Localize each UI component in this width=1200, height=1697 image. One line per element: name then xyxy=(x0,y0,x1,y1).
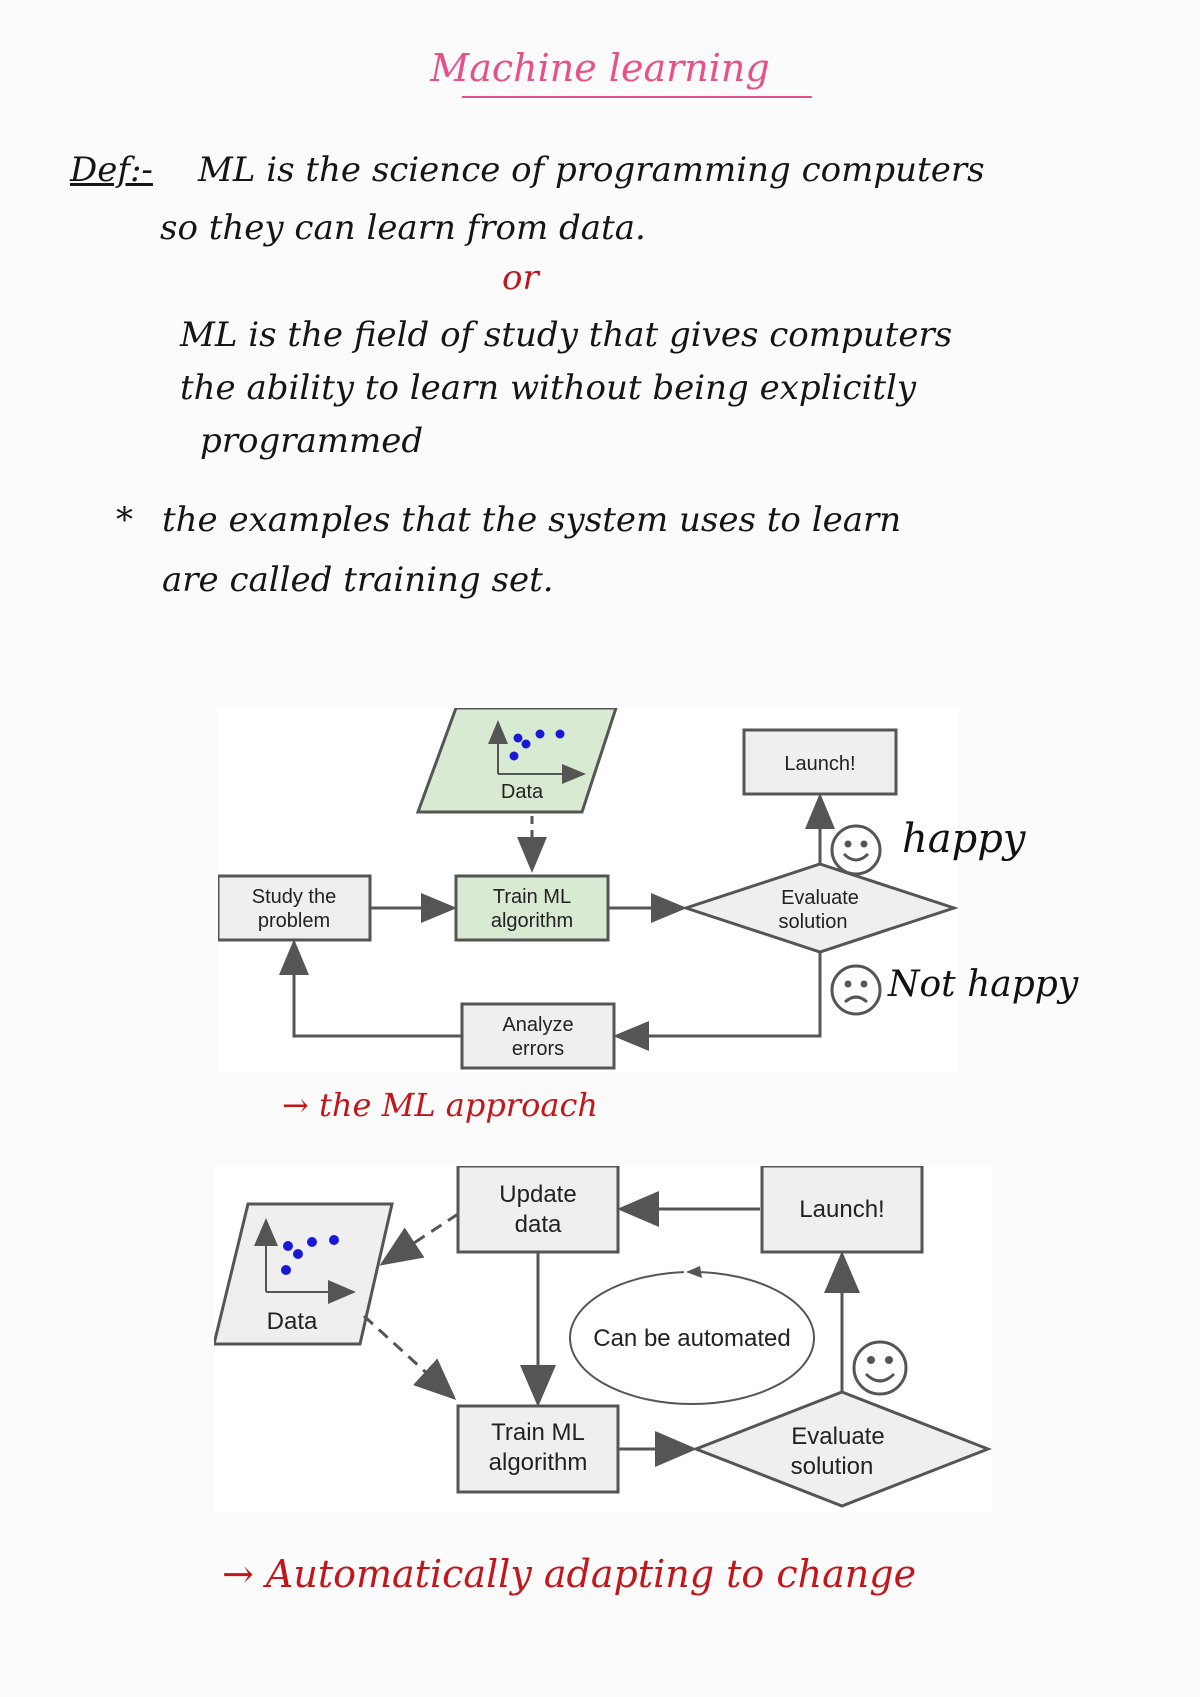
alt-definition-line-3: programmed xyxy=(200,421,424,461)
evaluate-label-line-2: solution xyxy=(779,911,848,933)
definition-line-1: ML is the science of programming compute… xyxy=(198,150,985,190)
analyze-errors-box xyxy=(460,1002,616,1070)
page-title: Machine learning xyxy=(430,46,770,90)
data-point xyxy=(281,1265,291,1275)
data-point xyxy=(521,739,531,749)
data-point xyxy=(555,729,565,739)
title-underline xyxy=(462,96,812,98)
train-label-line-1: Train ML xyxy=(493,886,571,908)
update-label-line-1: Update xyxy=(499,1181,576,1208)
bullet-marker: * xyxy=(116,500,133,540)
launch-label: Launch! xyxy=(784,753,855,775)
study-label-line-1: Study the xyxy=(252,886,337,908)
data-point xyxy=(535,729,545,739)
data-label: Data xyxy=(501,781,544,803)
or-connector: or xyxy=(502,258,539,298)
train-label-line-2: algorithm xyxy=(489,1449,588,1476)
data-point xyxy=(283,1241,293,1251)
analyze-to-study-arrow xyxy=(279,939,462,1038)
definition-line-2: so they can learn from data. xyxy=(160,208,646,248)
train-ml-box xyxy=(454,874,610,942)
evaluate-label-line-2: solution xyxy=(791,1453,874,1480)
evaluate-label-line-1: Evaluate xyxy=(791,1423,884,1450)
alt-definition-line-2: the ability to learn without being expli… xyxy=(180,368,917,408)
definition-label: Def:- xyxy=(70,150,153,190)
automated-label: Can be automated xyxy=(593,1325,790,1352)
update-label-line-2: data xyxy=(515,1211,562,1238)
training-set-line-1: the examples that the system uses to lea… xyxy=(162,500,902,540)
train-ml-box xyxy=(456,1404,620,1494)
data-point xyxy=(509,751,519,761)
train-label-line-2: algorithm xyxy=(491,910,573,932)
data-to-train-dashed-arrow xyxy=(362,1314,457,1401)
study-label-line-2: problem xyxy=(258,910,330,932)
study-problem-box xyxy=(218,874,372,942)
launch-box xyxy=(760,1166,924,1254)
data-point xyxy=(293,1249,303,1259)
happy-annotation: happy xyxy=(902,816,1026,862)
update-to-data-dashed-arrow xyxy=(379,1212,459,1266)
launch-label: Launch! xyxy=(799,1196,884,1223)
data-point xyxy=(307,1237,317,1247)
data-label: Data xyxy=(267,1308,318,1335)
cycle-arrowhead xyxy=(686,1266,702,1278)
data-point xyxy=(513,733,523,743)
analyze-label-line-2: errors xyxy=(512,1038,564,1060)
not-happy-annotation: Not happy xyxy=(888,964,1079,1005)
ml-approach-caption: → the ML approach xyxy=(282,1086,598,1124)
alt-definition-line-1: ML is the field of study that gives comp… xyxy=(180,315,953,355)
analyze-label-line-1: Analyze xyxy=(502,1014,573,1036)
update-data-box xyxy=(456,1166,620,1254)
train-label-line-1: Train ML xyxy=(491,1419,585,1446)
ml-approach-diagram: Data Launch! Study the problem Train ML … xyxy=(218,708,958,1072)
happy-face-icon xyxy=(852,1340,908,1396)
training-set-line-2: are called training set. xyxy=(162,560,554,600)
sad-face-icon xyxy=(830,964,882,1016)
happy-face-icon xyxy=(830,824,882,876)
data-point xyxy=(329,1235,339,1245)
evaluate-to-analyze-arrow xyxy=(613,952,822,1051)
evaluate-diamond xyxy=(691,1390,992,1508)
data-parallelogram xyxy=(415,708,618,814)
automated-adaptation-diagram: Data Update data Launch! Train ML algori… xyxy=(214,1166,992,1512)
automated-adaptation-caption: → Automatically adapting to change xyxy=(222,1552,917,1596)
evaluate-label-line-1: Evaluate xyxy=(781,887,859,909)
